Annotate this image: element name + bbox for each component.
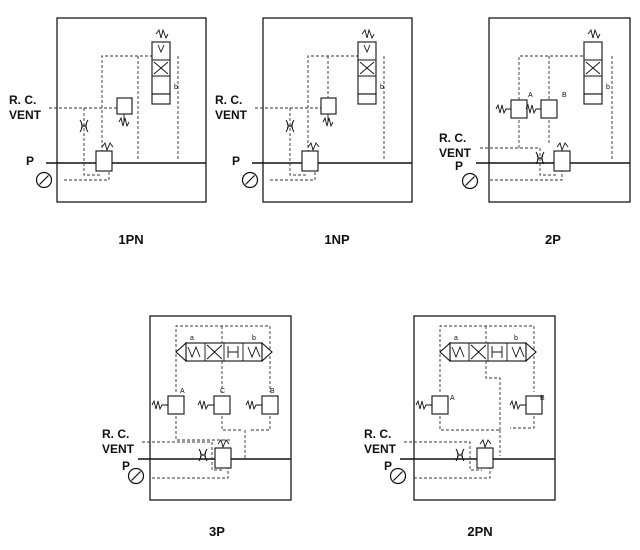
solenoid-valve: b	[583, 28, 610, 105]
pressure-gauge-icon	[389, 467, 407, 485]
pressure-gauge-icon	[461, 172, 479, 190]
relief-valve-a: A	[415, 395, 455, 415]
port-b-label: B	[562, 92, 567, 99]
circuit-1np: b R. C. VENT P 1NP	[215, 17, 413, 247]
vent-label: VENT	[439, 146, 472, 160]
solenoid-a-label: a	[454, 335, 458, 342]
relief-valve-b: B	[245, 388, 279, 415]
housing-outline	[149, 315, 292, 501]
vent-label: VENT	[215, 108, 248, 122]
rc-label: R. C.	[215, 93, 242, 107]
circuit-2p: b A B R. C. VENT P 2P	[439, 17, 631, 247]
relief-valve-a: A	[151, 388, 185, 415]
relief-valve-b: B	[525, 92, 567, 119]
port-a-label: A	[450, 395, 455, 402]
port-a-label: A	[528, 92, 533, 99]
pressure-gauge-icon	[35, 171, 53, 189]
port-c-label: C	[220, 388, 225, 395]
pressure-port-label: P	[232, 154, 240, 168]
port-b-label: B	[270, 388, 275, 395]
balanced-piston	[95, 142, 114, 172]
vent-label: VENT	[364, 442, 397, 456]
solenoid-label: b	[606, 84, 610, 91]
circuit-1pn: b R. C. VENT P 1PN	[9, 17, 207, 247]
vent-label: VENT	[9, 108, 42, 122]
balanced-piston	[553, 142, 571, 172]
rc-label: R. C.	[439, 131, 466, 145]
solenoid-valve: b	[357, 28, 384, 105]
solenoid-b-label: b	[514, 335, 518, 342]
balanced-piston	[301, 142, 320, 172]
solenoid-valve: b	[151, 28, 178, 105]
pressure-gauge-icon	[127, 467, 145, 485]
pressure-port-label: P	[384, 459, 392, 473]
housing-outline	[56, 17, 207, 203]
relief-valve	[320, 97, 337, 128]
balanced-piston	[214, 439, 232, 469]
port-a-label: A	[180, 388, 185, 395]
relief-valve-b: B	[509, 395, 545, 415]
circuit-2pn: a b A B R. C. VENT P 2PN	[364, 315, 556, 539]
directional-valve: a b	[439, 335, 537, 363]
vent-label: VENT	[102, 442, 135, 456]
pressure-gauge-icon	[241, 171, 259, 189]
caption-1pn: 1PN	[118, 232, 143, 247]
relief-valve-a: A	[495, 92, 533, 119]
pressure-port-label: P	[122, 459, 130, 473]
port-b-label: B	[540, 395, 545, 402]
rc-label: R. C.	[102, 427, 129, 441]
caption-2p: 2P	[545, 232, 561, 247]
solenoid-label: b	[380, 84, 384, 91]
caption-1np: 1NP	[324, 232, 350, 247]
housing-outline	[488, 17, 631, 203]
relief-valve	[116, 97, 133, 128]
relief-valve-c: C	[197, 388, 231, 415]
circuit-3p: a b A C B R. C. VENT P 3P	[102, 315, 292, 539]
rc-label: R. C.	[9, 93, 36, 107]
solenoid-b-label: b	[252, 335, 256, 342]
caption-2pn: 2PN	[467, 524, 492, 539]
directional-valve: a b	[175, 335, 273, 363]
solenoid-a-label: a	[190, 335, 194, 342]
pressure-port-label: P	[455, 159, 463, 173]
housing-outline	[262, 17, 413, 203]
solenoid-label: b	[174, 84, 178, 91]
pressure-port-label: P	[26, 154, 34, 168]
housing-outline	[413, 315, 556, 501]
caption-3p: 3P	[209, 524, 225, 539]
rc-label: R. C.	[364, 427, 391, 441]
balanced-piston	[476, 439, 494, 469]
